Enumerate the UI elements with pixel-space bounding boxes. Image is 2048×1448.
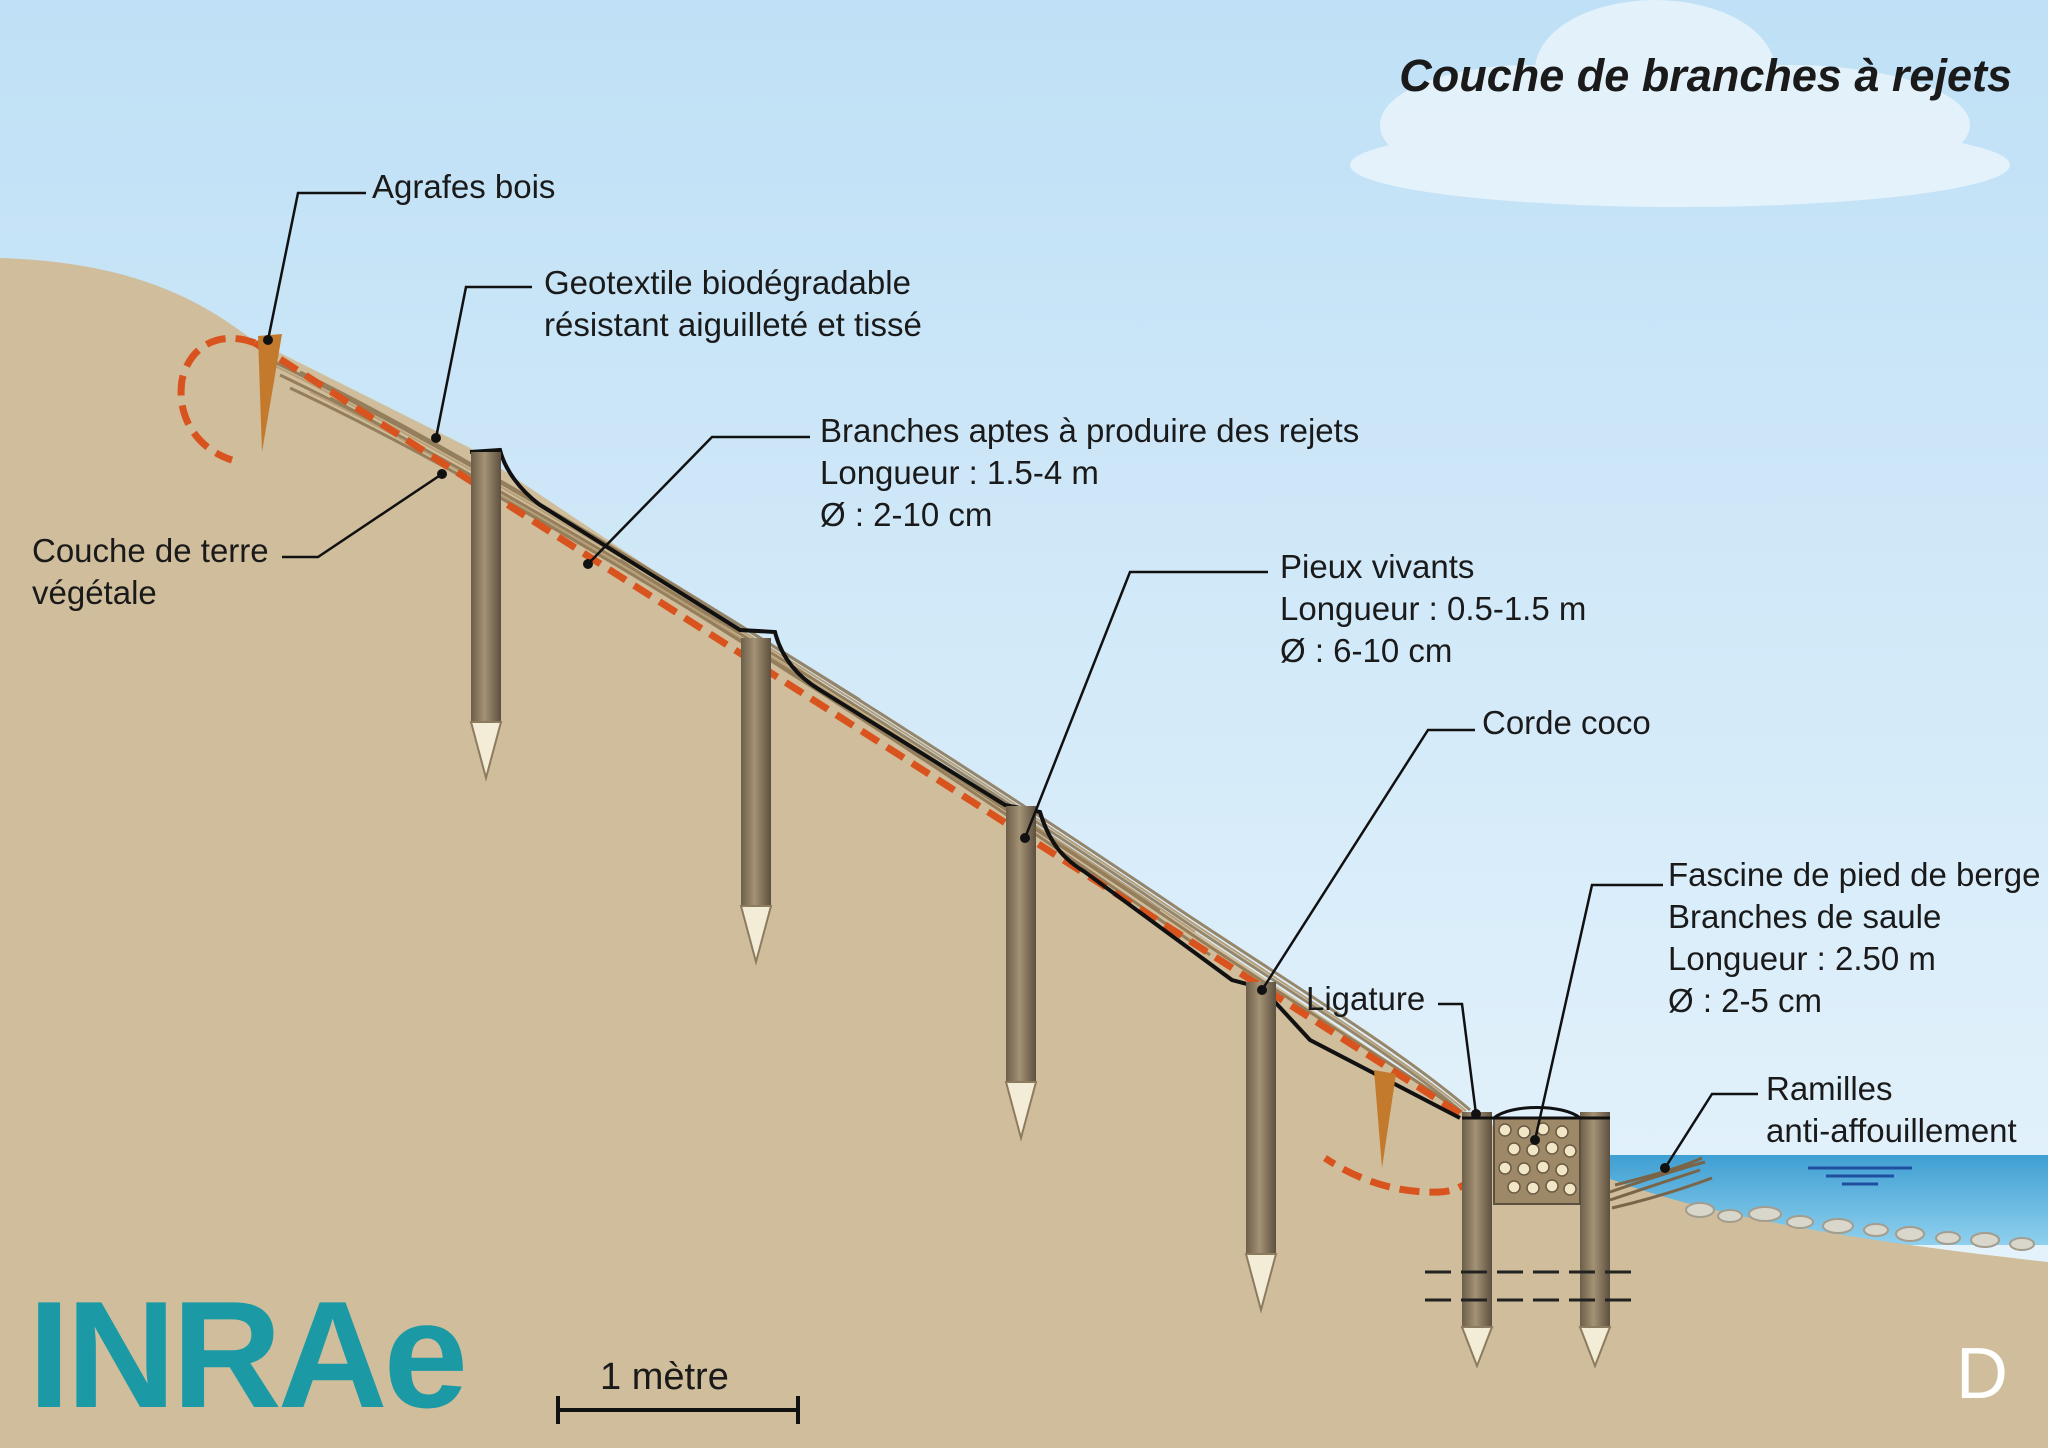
scale-bar <box>556 1396 800 1424</box>
label-agrafes-line-1: Agrafes bois <box>372 168 556 205</box>
live-stake-2 <box>739 638 773 966</box>
label-branches-line-2: Longueur : 1.5-4 m <box>820 454 1099 491</box>
live-stake-3 <box>1004 806 1038 1142</box>
label-corde-line-1: Corde coco <box>1482 704 1651 741</box>
label-pieux: Pieux vivants Longueur : 0.5-1.5 m Ø : 6… <box>1280 546 1586 672</box>
label-geotextile: Geotextile biodégradable résistant aigui… <box>544 262 922 346</box>
label-ramilles-line-1: Ramilles <box>1766 1070 1893 1107</box>
diagram-title: Couche de branches à rejets <box>1399 50 2012 101</box>
live-stake-1 <box>469 452 503 782</box>
fascine <box>1460 1106 1612 1369</box>
label-pieux-line-1: Pieux vivants <box>1280 548 1475 585</box>
label-ramilles: Ramilles anti-affouillement <box>1766 1068 2017 1152</box>
leader-lines <box>266 191 1758 1169</box>
label-pieux-line-2: Longueur : 0.5-1.5 m <box>1280 590 1587 627</box>
label-fascine-line-2: Branches de saule <box>1668 898 1942 935</box>
live-stake-4 <box>1244 982 1278 1314</box>
water-level-marker <box>1808 1166 1912 1186</box>
label-geotextile-line-2: résistant aiguilleté et tissé <box>544 306 922 343</box>
label-agrafes: Agrafes bois <box>372 166 555 208</box>
label-pieux-line-3: Ø : 6-10 cm <box>1280 632 1453 669</box>
label-fascine-line-3: Longueur : 2.50 m <box>1668 940 1936 977</box>
coconut-rope <box>469 447 1461 1120</box>
label-terre-line-1: Couche de terre <box>32 532 269 569</box>
cloud <box>1350 0 2010 207</box>
label-terre: Couche de terre végétale <box>32 530 269 614</box>
label-terre-line-2: végétale <box>32 574 157 611</box>
label-fascine-line-1: Fascine de pied de berge <box>1668 856 2041 893</box>
label-ramilles-line-2: anti-affouillement <box>1766 1112 2017 1149</box>
label-corde: Corde coco <box>1482 702 1651 744</box>
label-ligature-line-1: Ligature <box>1306 980 1426 1017</box>
label-branches: Branches aptes à produire des rejets Lon… <box>820 410 1359 536</box>
label-fascine-line-4: Ø : 2-5 cm <box>1668 982 1823 1019</box>
label-geotextile-line-1: Geotextile biodégradable <box>544 264 911 301</box>
inrae-logo: INRAe <box>28 1270 468 1440</box>
label-branches-line-3: Ø : 2-10 cm <box>820 496 993 533</box>
scale-bar-label: 1 mètre <box>600 1356 729 1398</box>
label-branches-line-1: Branches aptes à produire des rejets <box>820 412 1360 449</box>
geotextile-fold-top <box>177 334 257 464</box>
pebbles <box>1685 1202 2035 1251</box>
label-fascine: Fascine de pied de berge Branches de sau… <box>1668 854 2040 1022</box>
leader-dots <box>263 335 1670 1173</box>
wooden-staple-top <box>258 334 282 452</box>
panel-letter: D <box>1956 1334 2008 1414</box>
label-ligature: Ligature <box>1306 978 1425 1020</box>
wooden-staple-bottom <box>1374 1070 1396 1168</box>
